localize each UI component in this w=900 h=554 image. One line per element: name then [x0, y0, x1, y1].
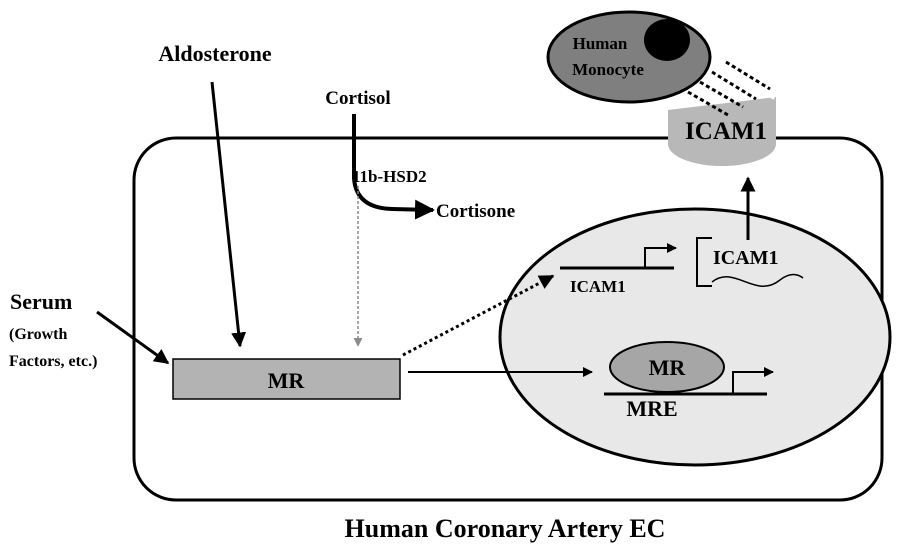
cortisol-label: Cortisol [325, 88, 390, 109]
mr-cytoplasmic [172, 358, 401, 400]
mre-promoter-arrow [732, 367, 774, 394]
monocyte-label-2: Monocyte [572, 60, 644, 79]
enzyme-label: 11b-HSD2 [352, 167, 427, 186]
aldosterone-label: Aldosterone [158, 41, 271, 66]
nucleus [498, 207, 892, 467]
cortisol-to-cortisone-arrow [352, 114, 435, 220]
icam1-mrna-label: ICAM1 [713, 247, 779, 269]
icam1-mrna-wave [711, 273, 804, 287]
mr-nuclear [609, 341, 725, 393]
aldosterone-arrow [210, 81, 247, 348]
mre-label: MRE [626, 396, 677, 421]
icam1-surface-label: ICAM1 [685, 118, 767, 145]
serum-arrow [96, 310, 170, 365]
adhesion-lines [687, 60, 771, 117]
growth-factors-label-2: Factors, etc.) [9, 353, 97, 370]
icam1-mrna-bracket [696, 237, 712, 287]
mr-cytoplasmic-label: MR [268, 368, 306, 393]
mr-nuclear-label: MR [649, 355, 687, 380]
growth-factors-label-1: (Growth [9, 326, 67, 343]
serum-label: Serum [10, 289, 72, 314]
icam1-gene-label: ICAM1 [570, 277, 626, 296]
human-monocyte [546, 10, 712, 104]
monocyte-nucleus [644, 19, 690, 61]
cortisone-label: Cortisone [436, 201, 515, 222]
monocyte-label-1: Human [573, 34, 628, 53]
cell-caption: Human Coronary Artery EC [345, 514, 666, 543]
icam1-surface-protein [668, 97, 776, 166]
mr-to-icam1-gene-arrow [402, 274, 555, 357]
icam1-promoter-arrow [644, 243, 677, 268]
